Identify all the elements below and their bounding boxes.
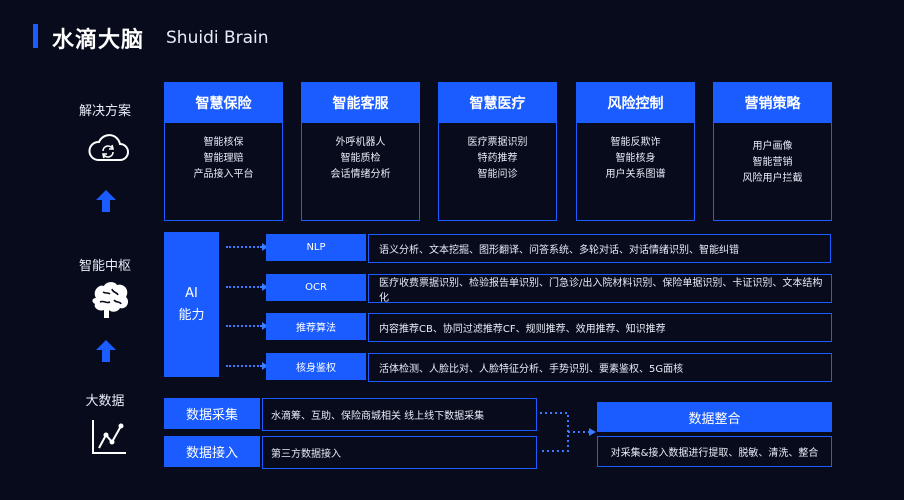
integration-title: 数据整合	[597, 402, 832, 432]
solution-item: 智能营销	[752, 157, 793, 168]
capability-name: 核身鉴权	[266, 353, 366, 380]
solution-card-title: 风险控制	[577, 83, 694, 123]
merge-connector-icon	[538, 408, 596, 460]
solution-card-items: 用户画像 智能营销 风险用户拦截	[714, 139, 831, 187]
up-arrow-icon	[96, 340, 116, 366]
capability-desc: 医疗收费票据识别、检验报告单识别、门急诊/出入院材料识别、保险单据识别、卡证识别…	[368, 274, 832, 304]
solution-card-title: 营销策略	[714, 83, 831, 123]
solution-card-insurance: 智慧保险 智能核保 智能理赔 产品接入平台	[164, 82, 283, 221]
solution-card-items: 医疗票据识别 特药推荐 智能问诊	[439, 135, 556, 183]
section-label-data: 大数据	[85, 394, 125, 409]
solution-item: 智能核身	[615, 153, 656, 164]
title-accent-bar	[33, 24, 38, 48]
solution-item: 特药推荐	[477, 153, 518, 164]
line-chart-icon	[90, 418, 128, 460]
solution-item: 产品接入平台	[193, 169, 254, 180]
ai-label-line2: 能力	[178, 307, 205, 323]
solution-item: 智能核保	[203, 137, 244, 148]
capability-name: OCR	[266, 274, 366, 301]
solution-card-medical: 智慧医疗 医疗票据识别 特药推荐 智能问诊	[438, 82, 557, 221]
solution-card-items: 智能反欺诈 智能核身 用户关系图谱	[577, 135, 694, 183]
brain-icon	[88, 280, 132, 324]
data-source-desc: 第三方数据接入	[262, 436, 537, 469]
capability-row-ocr: OCR 医疗收费票据识别、检验报告单识别、门急诊/出入院材料识别、保险单据识别、…	[266, 274, 832, 304]
dotted-arrow-icon	[226, 322, 268, 330]
solution-card-marketing: 营销策略 用户画像 智能营销 风险用户拦截	[713, 82, 832, 221]
solution-card-title: 智慧保险	[165, 83, 282, 123]
capability-name: 推荐算法	[266, 313, 366, 340]
solution-card-items: 外呼机器人 智能质检 会话情绪分析	[302, 135, 419, 183]
solution-item: 外呼机器人	[335, 137, 386, 148]
ai-capability-box: AI 能力	[164, 232, 219, 377]
ai-label-line1: AI	[185, 285, 198, 301]
solution-card-risk-control: 风险控制 智能反欺诈 智能核身 用户关系图谱	[576, 82, 695, 221]
integration-desc: 对采集&接入数据进行提取、脱敏、清洗、整合	[597, 436, 832, 467]
cloud-sync-icon	[86, 130, 130, 168]
solution-item: 智能理赔	[203, 153, 244, 164]
solution-item: 风险用户拦截	[742, 173, 803, 184]
page-subtitle: Shuidi Brain	[166, 28, 269, 48]
capability-desc: 语义分析、文本挖掘、图形翻译、问答系统、多轮对话、对话情绪识别、智能纠错	[368, 234, 831, 263]
capability-row-nlp: NLP 语义分析、文本挖掘、图形翻译、问答系统、多轮对话、对话情绪识别、智能纠错	[266, 234, 831, 263]
data-source-collection: 数据采集 水滴筹、互助、保险商城相关 线上线下数据采集	[164, 398, 537, 431]
solution-item: 会话情绪分析	[330, 169, 391, 180]
solution-card-customer-service: 智能客服 外呼机器人 智能质检 会话情绪分析	[301, 82, 420, 221]
data-source-desc: 水滴筹、互助、保险商城相关 线上线下数据采集	[262, 398, 537, 431]
dotted-arrow-icon	[226, 283, 268, 291]
data-source-access: 数据接入 第三方数据接入	[164, 436, 537, 469]
section-label-middle: 智能中枢	[78, 259, 131, 274]
dotted-arrow-icon	[226, 243, 268, 251]
data-source-name: 数据采集	[164, 398, 260, 429]
up-arrow-icon	[96, 190, 116, 216]
solution-card-title: 智能客服	[302, 83, 419, 123]
solution-card-items: 智能核保 智能理赔 产品接入平台	[165, 135, 282, 183]
solution-item: 用户画像	[752, 141, 793, 152]
solution-card-title: 智慧医疗	[439, 83, 556, 123]
capability-desc: 活体检测、人脸比对、人脸特征分析、手势识别、要素鉴权、5G面核	[368, 353, 832, 382]
dotted-arrow-icon	[226, 362, 268, 370]
capability-row-recommendation: 推荐算法 内容推荐CB、协同过滤推荐CF、规则推荐、效用推荐、知识推荐	[266, 313, 832, 342]
solution-item: 用户关系图谱	[605, 169, 666, 180]
solution-item: 智能问诊	[477, 169, 518, 180]
page-title: 水滴大脑	[52, 28, 145, 53]
solution-item: 智能质检	[340, 153, 381, 164]
data-source-name: 数据接入	[164, 436, 260, 467]
capability-desc: 内容推荐CB、协同过滤推荐CF、规则推荐、效用推荐、知识推荐	[368, 313, 832, 342]
section-label-solutions: 解决方案	[78, 104, 131, 119]
capability-row-identity: 核身鉴权 活体检测、人脸比对、人脸特征分析、手势识别、要素鉴权、5G面核	[266, 353, 832, 382]
solution-item: 智能反欺诈	[610, 137, 661, 148]
capability-name: NLP	[266, 234, 366, 261]
solution-item: 医疗票据识别	[467, 137, 528, 148]
